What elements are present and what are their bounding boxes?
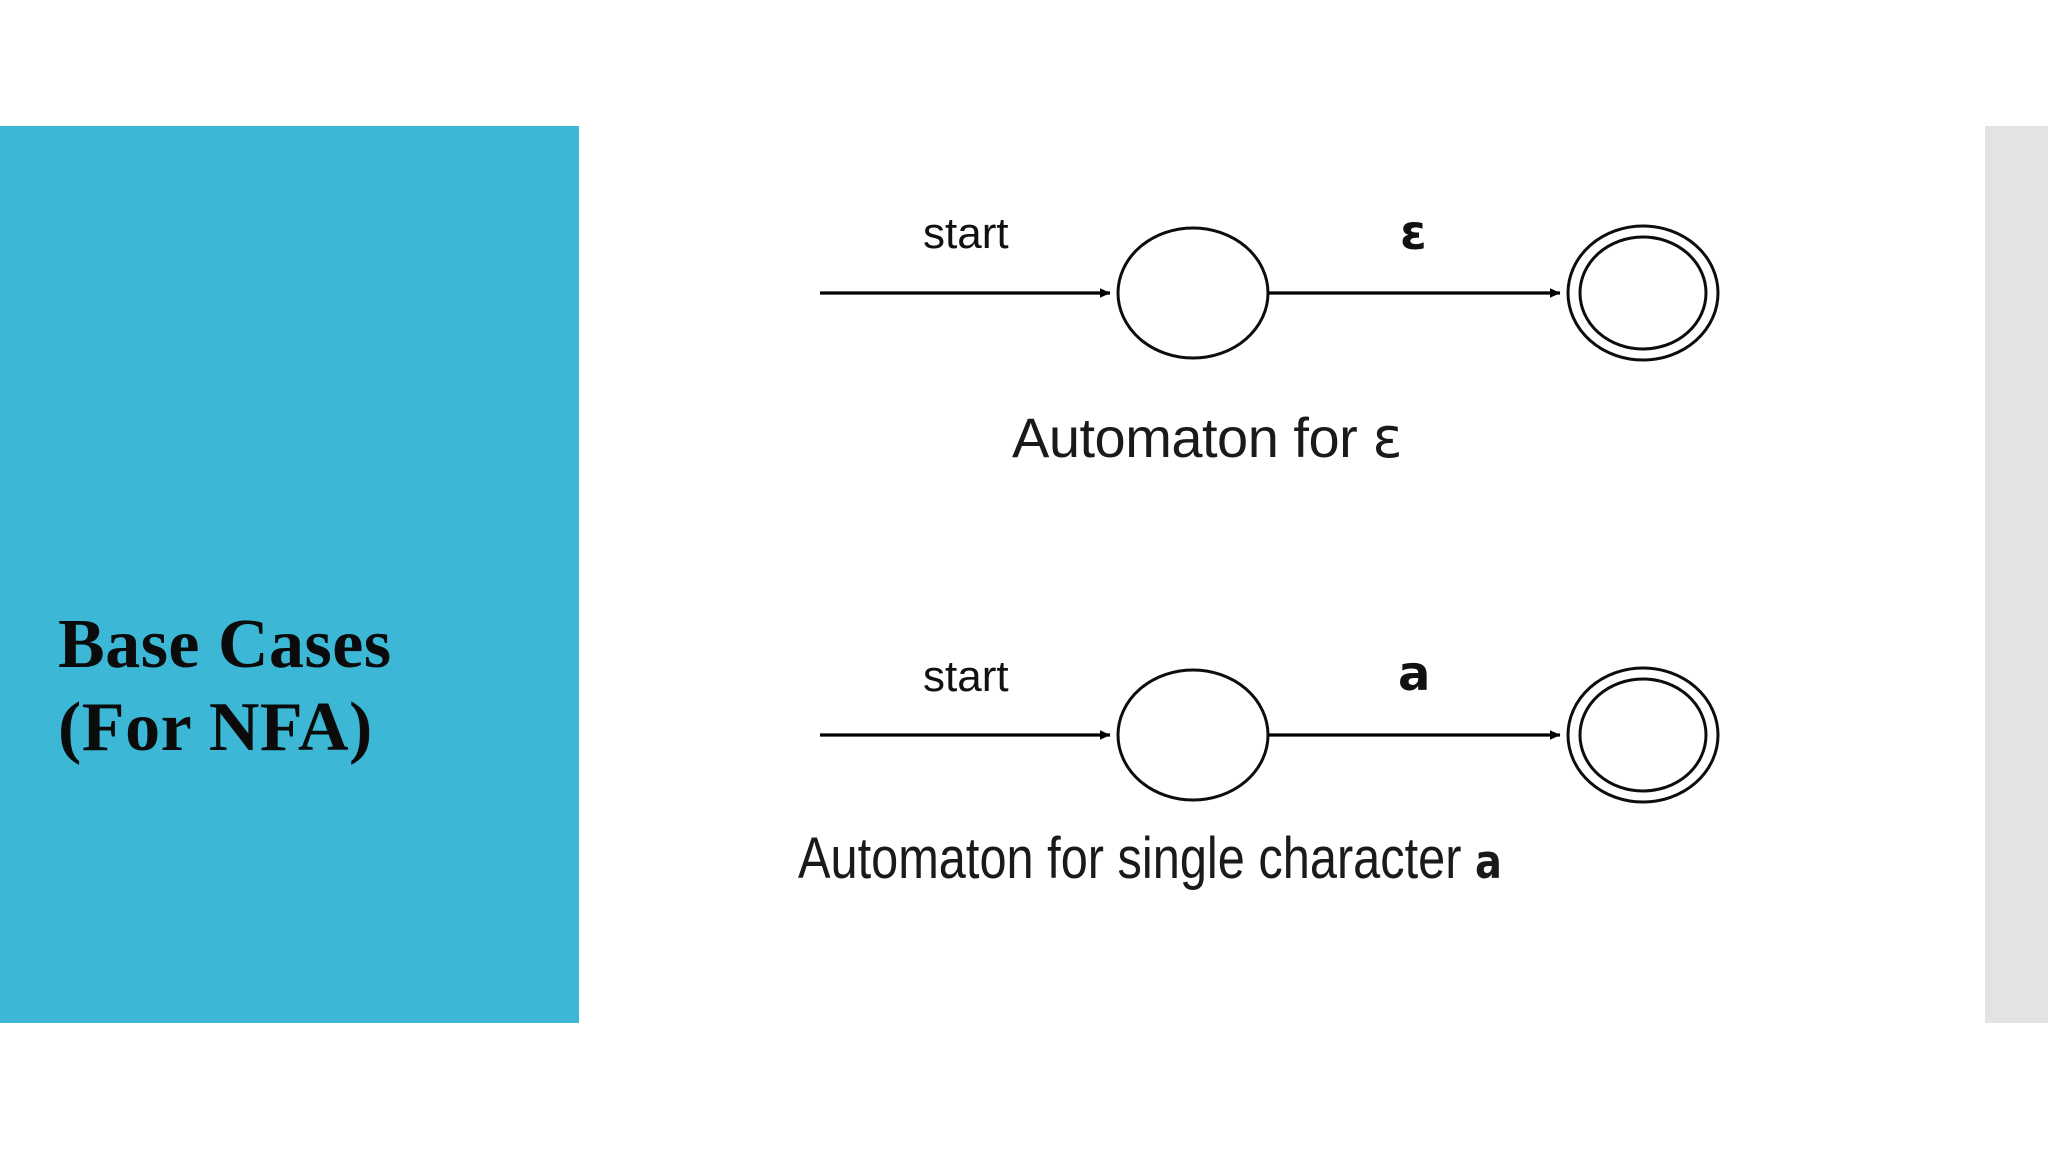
page-title: Base Cases (For NFA) — [58, 606, 392, 766]
state-start-circle — [1116, 668, 1270, 802]
automaton-figure-epsilon: start ε Automaton for ε — [800, 185, 1860, 505]
automaton-epsilon-graph — [820, 224, 1720, 362]
caption-prefix-text: Automaton for — [1012, 406, 1373, 469]
caption-symbol-epsilon: ε — [1372, 406, 1403, 471]
automaton-figure-single-character: start a Automaton for single character a — [790, 630, 1860, 930]
automaton-single-character-graph — [820, 666, 1720, 804]
start-label: start — [923, 652, 1009, 701]
transition-label-epsilon: ε — [1400, 205, 1427, 261]
transition-label-a: a — [1398, 646, 1431, 702]
caption-prefix-text: Automaton for single character — [798, 826, 1476, 891]
start-label: start — [923, 209, 1009, 258]
state-start-circle — [1116, 226, 1270, 360]
state-final-inner-circle — [1578, 677, 1708, 793]
caption-symbol-a: a — [1475, 835, 1502, 890]
figure-caption-single-character: Automaton for single character a — [798, 825, 1502, 892]
right-edge-strip — [1985, 126, 2048, 1023]
title-panel: Base Cases (For NFA) — [0, 126, 579, 1023]
state-final-inner-circle — [1578, 235, 1708, 351]
figure-caption-epsilon: Automaton for ε — [1012, 405, 1403, 471]
